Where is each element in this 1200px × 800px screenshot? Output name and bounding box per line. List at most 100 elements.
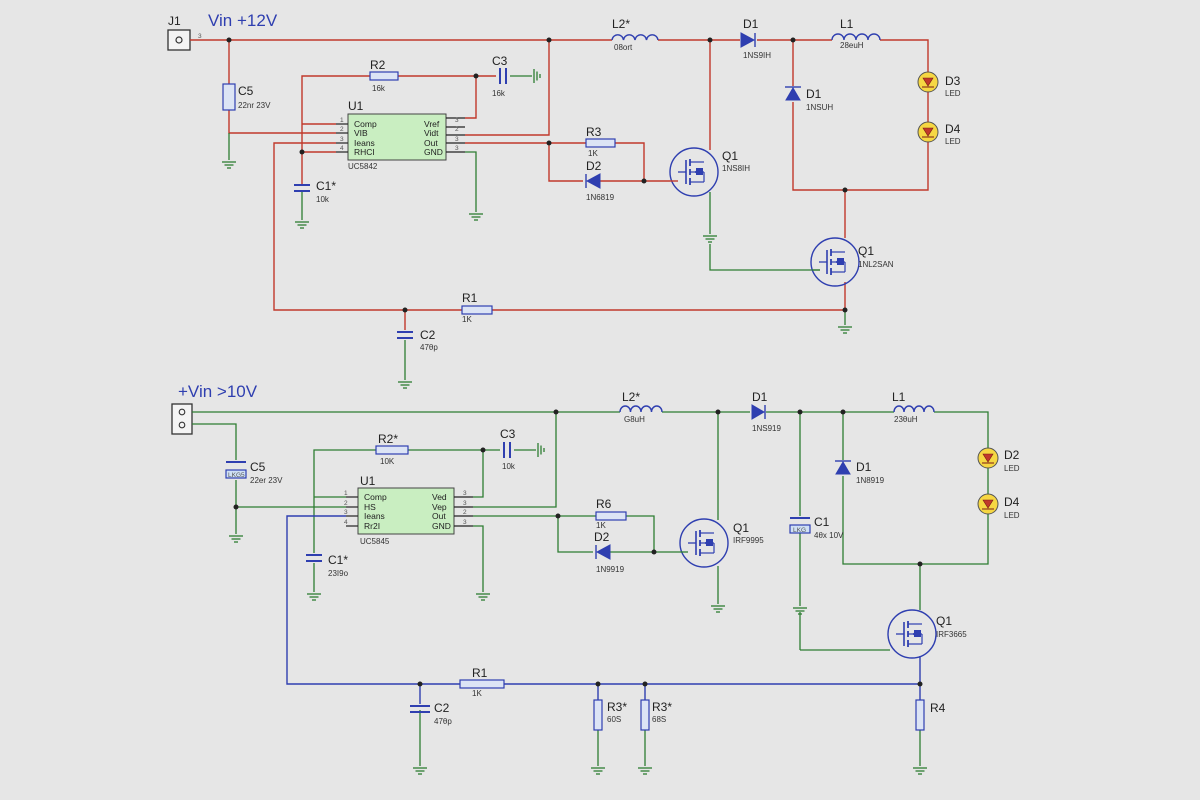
l1-value: 28euH [840,41,864,50]
u1-pin-number: 2 [455,126,459,133]
capacitor-c3[interactable] [503,442,511,458]
capacitor-c1[interactable] [306,554,322,562]
q1-ref: Q1 [936,614,952,628]
resistor-r3[interactable] [640,699,650,731]
c1-value: 10k [316,195,330,204]
u1-part: UC5845 [360,537,390,546]
u1-pin-number: 3 [340,136,344,143]
ground-icon [221,161,237,169]
r3-value: 60S [607,715,621,724]
resistor-r1[interactable] [459,679,505,689]
resistor-r6[interactable] [595,511,627,521]
ground-icon [912,767,928,775]
ground-icon [710,605,726,613]
ground-icon [537,442,545,458]
u1-pin-number: 3 [455,117,459,124]
led-d4[interactable] [917,121,939,143]
u1-pin-label: Comp [364,492,387,502]
d3-ref: D3 [945,74,961,88]
connector-two-pin[interactable] [171,403,193,435]
mosfet-q1[interactable] [679,518,729,568]
resistor-r2[interactable] [369,71,399,81]
q1-ref: Q1 [722,149,738,163]
diode-d1[interactable] [751,404,766,420]
ground-icon [294,221,310,229]
mosfet-q1-right[interactable] [810,237,860,287]
ic-u1[interactable] [347,113,447,161]
led-d4[interactable] [977,493,999,515]
ground-icon [837,326,853,334]
r3-ref: R3* [607,700,627,714]
diode-d2[interactable] [585,173,601,189]
capacitor-c1[interactable] [294,184,310,192]
bottom-junctions [233,409,923,687]
u1-pin-label: Ieans [364,511,385,521]
capacitor-c3[interactable] [499,68,507,84]
d1-ref: D1 [743,17,759,31]
l2-value: 08ort [614,43,633,52]
inductor-l2[interactable] [619,405,663,413]
d1-value: 1NS919 [752,424,781,433]
ground-icon [228,535,244,543]
u1-pin-label: Vep [432,502,447,512]
d4-value: LED [945,137,961,146]
mosfet-q1[interactable] [669,147,719,197]
top-wires-green [228,75,846,380]
resistor-r1[interactable] [461,305,493,315]
inductor-l1[interactable] [831,33,881,41]
l1-value: 23θuH [894,415,918,424]
bottom-wires-blue [286,515,921,704]
u1-pin-number: 4 [344,519,348,526]
mosfet-q1-right[interactable] [887,609,937,659]
resistor-r2[interactable] [375,445,409,455]
ground-icon [637,767,653,775]
led-d2[interactable] [977,447,999,469]
d4-value: LED [1004,511,1020,520]
capacitor-c5-electrolytic[interactable]: LKG5 [225,461,247,479]
resistor-r3[interactable] [593,699,603,731]
r2-value: 16k [372,84,386,93]
d3-value: LED [945,89,961,98]
inductor-l1[interactable] [893,405,935,413]
u1-pin-label: GND [424,147,443,157]
r3-ref: R3 [586,125,602,139]
d2-led-value: LED [1004,464,1020,473]
ground-icon [397,381,413,389]
ground-icon [306,593,322,601]
q1-value: IRF3665 [936,630,967,639]
u1-pin-number: 4 [340,145,344,152]
connector-j1[interactable] [167,29,191,51]
diode-d1-shunt[interactable] [785,86,801,101]
u1-pin-label: VIB [354,128,368,138]
ground-icon [412,767,428,775]
u1-pin-number: 2 [344,500,348,507]
led-d3[interactable] [917,71,939,93]
q1-ref: Q1 [858,244,874,258]
c2-ref: C2 [434,701,450,715]
r3-ref: R3* [652,700,672,714]
ic-u1[interactable] [357,487,455,535]
d1-ref: D1 [856,460,872,474]
u1-part: UC5842 [348,162,378,171]
resistor-r4[interactable] [915,699,925,731]
inductor-l2[interactable] [611,34,659,41]
c3-value: 16k [492,89,506,98]
capacitor-c5[interactable] [222,83,236,111]
u1-pin-number: 3 [455,136,459,143]
r6-value: 1K [596,521,606,530]
d1-ref: D1 [806,87,822,101]
u1-pin-label: GND [432,521,451,531]
j1-pin-number: 3 [198,33,202,40]
q1-ref: Q1 [733,521,749,535]
resistor-r3[interactable] [585,138,616,148]
diode-d1[interactable] [740,32,756,48]
u1-ref: U1 [348,99,364,113]
diode-d2[interactable] [595,544,611,560]
capacitor-c2[interactable] [410,705,430,713]
l1-ref: L1 [840,17,854,31]
capacitor-c2[interactable] [397,331,413,339]
j1-ref: J1 [168,14,181,28]
u1-pin-label: Vidt [424,128,439,138]
capacitor-c1-electrolytic[interactable]: LKG [789,517,811,534]
diode-d1-shunt[interactable] [835,460,851,475]
